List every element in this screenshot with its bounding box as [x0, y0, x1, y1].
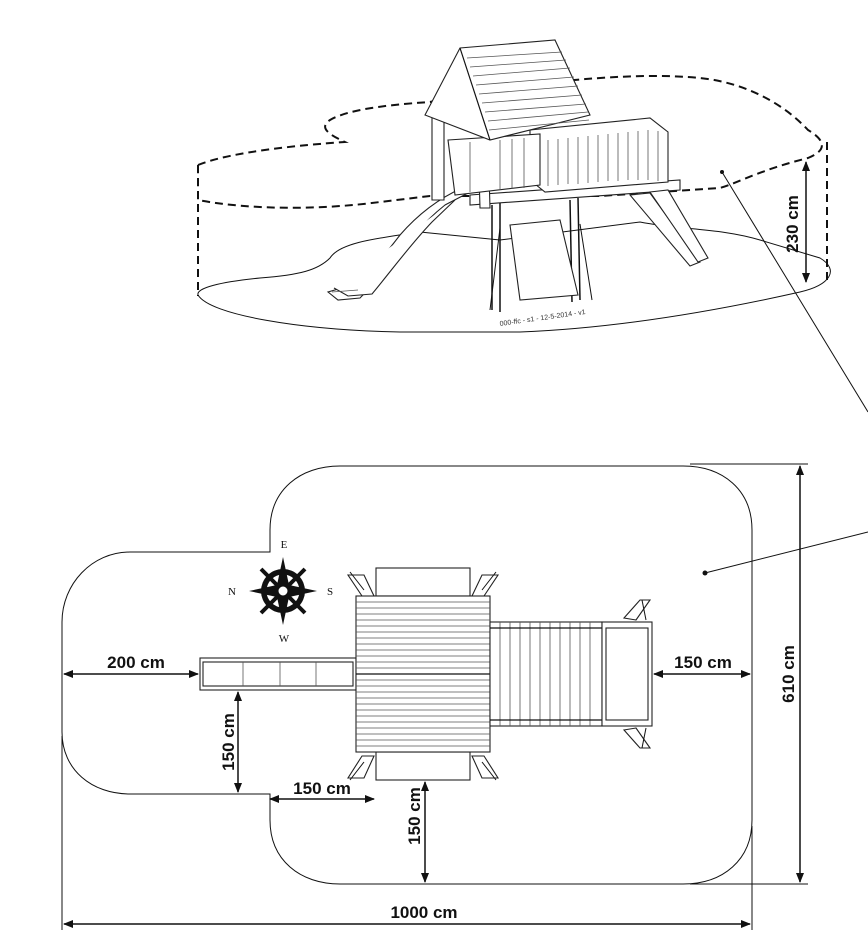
perspective-tower — [424, 39, 709, 312]
compass-west-label: W — [279, 633, 290, 645]
compass-rose-icon — [249, 557, 317, 625]
platform-deck-top-view — [489, 621, 603, 727]
bottom-inner-width-label: 150 cm — [293, 779, 351, 798]
leader-lines — [702, 170, 868, 576]
right-clearance-label: 150 cm — [674, 653, 732, 672]
height-dimension-label: 230 cm — [783, 195, 802, 253]
plan-view: N E S W 200 cm 150 cm 150 cm 150 cm 150 … — [61, 463, 808, 930]
slide-top-view — [199, 657, 357, 691]
left-clearance-label: 200 cm — [107, 653, 165, 672]
drawing-id-label: 000-ffc - s1 - 12-5-2014 - v1 — [499, 309, 586, 328]
safety-zone-outline — [61, 465, 753, 885]
slide-side-clearance-label: 150 cm — [219, 713, 238, 771]
compass-south-label: S — [327, 586, 333, 598]
perspective-view: 000-ffc - s1 - 12-5-2014 - v1 230 cm — [197, 39, 831, 333]
total-width-label: 1000 cm — [390, 903, 457, 922]
total-depth-label: 610 cm — [779, 645, 798, 703]
ramp-top-view — [601, 599, 653, 749]
bottom-clearance-label: 150 cm — [405, 787, 424, 845]
compass-east-label: E — [281, 539, 288, 551]
tower-roof-top-view — [355, 595, 491, 753]
tower-feet — [346, 571, 500, 781]
perspective-ground-outline — [197, 221, 831, 333]
compass-north-label: N — [228, 586, 236, 598]
